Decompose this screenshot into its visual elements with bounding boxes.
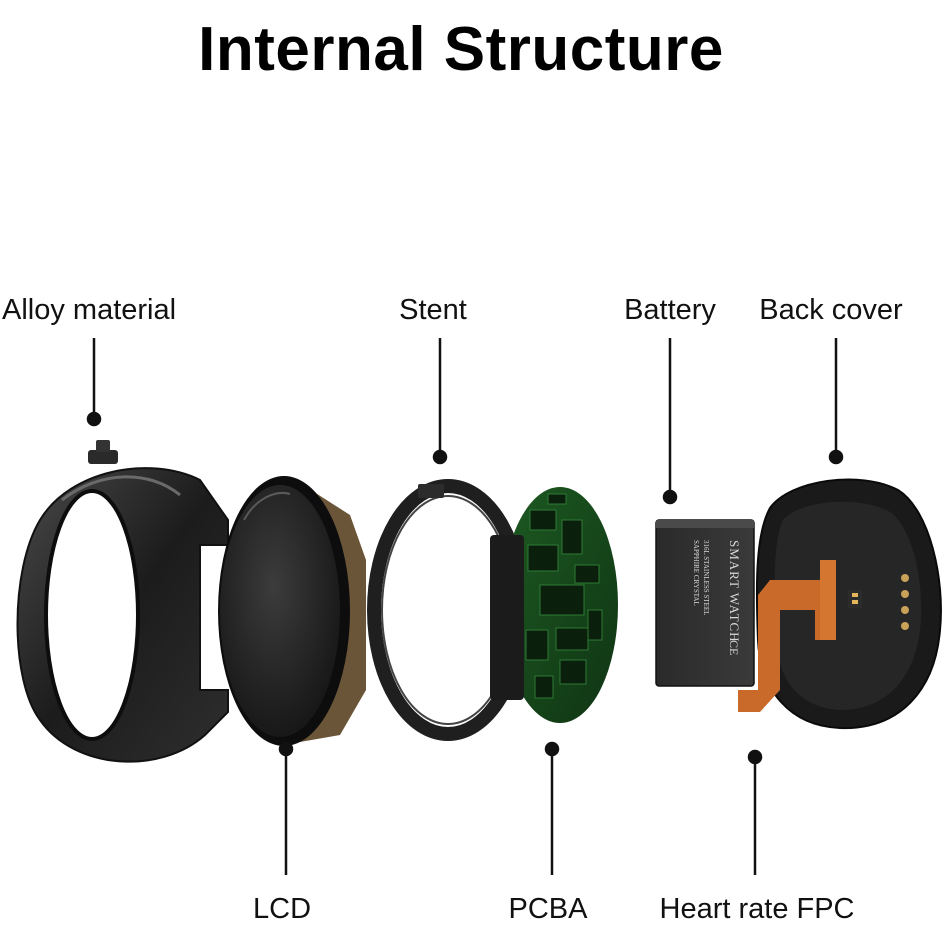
alloy-leader-dot: [86, 411, 102, 427]
label-alloy-material: Alloy material: [2, 294, 177, 326]
back-cover-leader-dot: [828, 449, 844, 465]
alloy-material-case: [16, 440, 229, 763]
battery-ce-mark: CE: [727, 640, 741, 655]
heart-rate-fpc: [738, 560, 862, 712]
battery-pack: SMART WATCH 316L STAINLESS STEEL SAPPHIR…: [655, 519, 755, 687]
label-lcd: LCD: [252, 893, 312, 925]
pcba-board: [490, 487, 618, 723]
lcd-panel: [218, 476, 366, 746]
label-stent: Stent: [399, 294, 467, 326]
label-battery: Battery: [624, 294, 716, 326]
battery-leader-dot: [662, 489, 678, 505]
page-title: Internal Structure: [198, 15, 724, 84]
label-heart-rate-fpc: Heart rate FPC: [659, 893, 855, 925]
stent-leader-dot: [432, 449, 448, 465]
label-back-cover: Back cover: [759, 294, 903, 326]
battery-spec-line-2: SAPPHIRE CRYSTAL: [692, 540, 700, 606]
battery-brand-text: SMART WATCH: [727, 540, 742, 643]
battery-spec-line-1: 316L STAINLESS STEEL: [702, 540, 710, 615]
label-pcba: PCBA: [508, 893, 588, 925]
